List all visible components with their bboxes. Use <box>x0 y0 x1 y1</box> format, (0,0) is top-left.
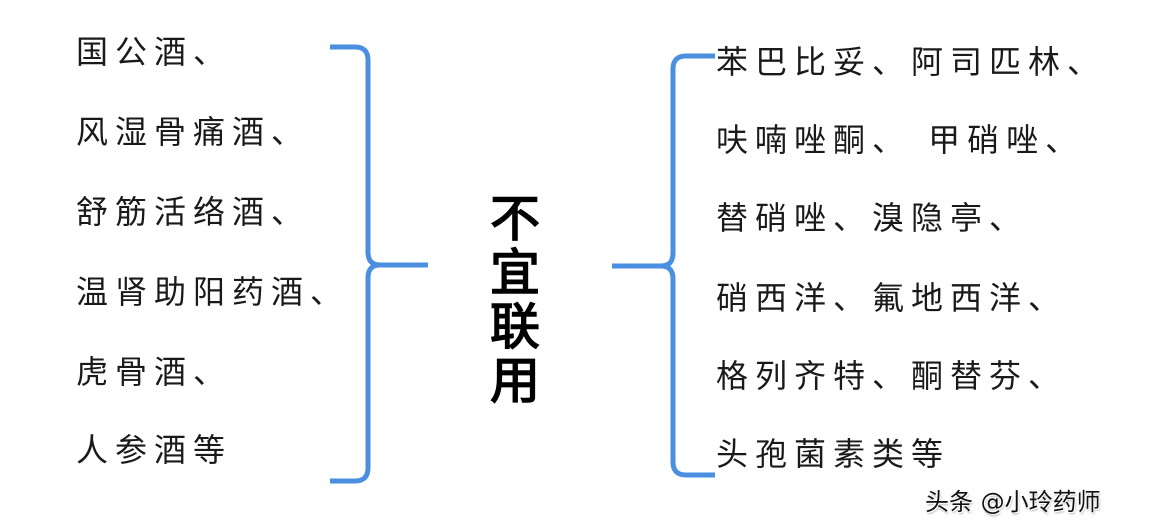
center-char: 宜 <box>490 243 540 302</box>
center-char: 不 <box>490 189 540 248</box>
center-char: 用 <box>490 351 540 410</box>
left-item: 温肾助阳药酒、 <box>76 273 350 311</box>
left-brace <box>330 44 428 484</box>
right-item: 苯巴比妥、阿司匹林、 <box>716 43 1107 81</box>
right-item: 硝西洋、氟地西洋、 <box>716 279 1068 317</box>
right-item: 呋喃唑酮、 甲硝唑、 <box>716 121 1085 159</box>
right-item: 替硝唑、溴隐亭、 <box>716 199 1029 237</box>
right-item: 格列齐特、酮替芬、 <box>716 357 1068 395</box>
left-item: 虎骨酒、 <box>76 353 233 391</box>
center-label: 不 宜 联 用 <box>487 192 543 408</box>
left-item: 舒筋活络酒、 <box>76 193 311 231</box>
right-item: 头孢菌素类等 <box>716 435 951 473</box>
watermark: 头条 @小玲药师 <box>925 488 1101 516</box>
left-item: 国公酒、 <box>76 33 233 71</box>
center-char: 联 <box>490 297 540 356</box>
left-item: 人参酒等 <box>76 431 233 469</box>
left-item: 风湿骨痛酒、 <box>76 113 311 151</box>
right-brace <box>612 53 715 478</box>
